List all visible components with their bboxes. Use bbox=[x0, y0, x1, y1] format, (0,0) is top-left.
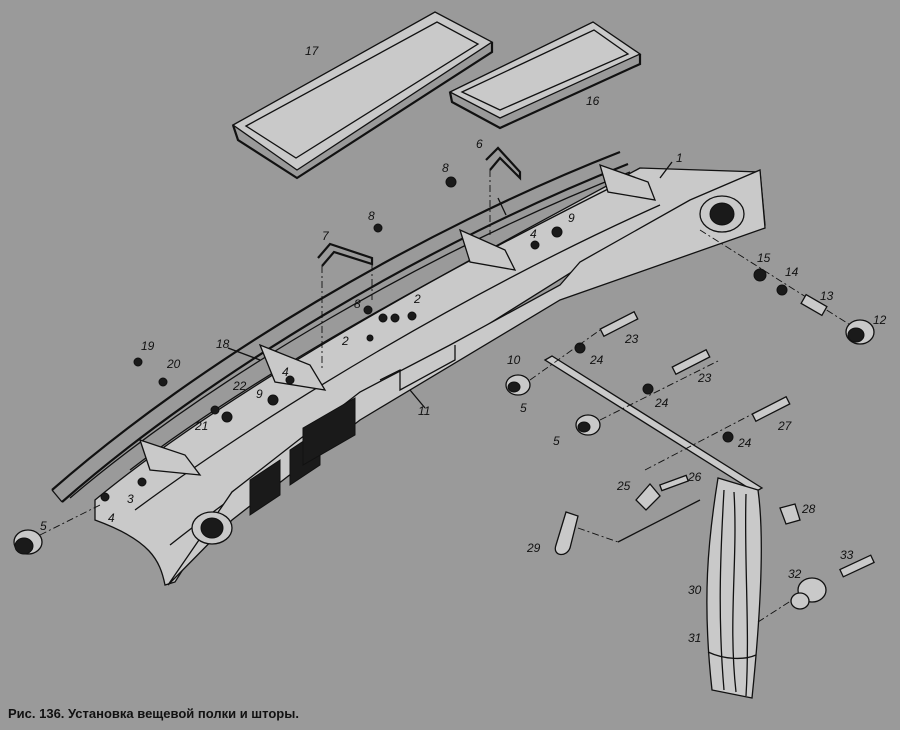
label-2-right: 2 bbox=[413, 292, 421, 306]
label-5-left: 5 bbox=[40, 519, 47, 533]
label-4-left: 4 bbox=[108, 511, 115, 525]
label-6: 6 bbox=[476, 137, 483, 151]
label-33: 33 bbox=[840, 548, 854, 562]
label-8-lower: 8 bbox=[354, 297, 361, 311]
label-19: 19 bbox=[141, 339, 155, 353]
label-23-top: 23 bbox=[624, 332, 639, 346]
label-17: 17 bbox=[305, 44, 320, 58]
label-26: 26 bbox=[687, 470, 702, 484]
shelf-lid-17 bbox=[231, 11, 494, 180]
label-25: 25 bbox=[616, 479, 631, 493]
box-brackets bbox=[138, 163, 657, 476]
label-2-left: 2 bbox=[341, 334, 349, 348]
label-31: 31 bbox=[688, 631, 701, 645]
label-16: 16 bbox=[586, 94, 600, 108]
curtain-rod-assembly bbox=[505, 310, 791, 493]
label-7: 7 bbox=[322, 229, 330, 243]
curtain-30 bbox=[706, 477, 801, 699]
label-9-mid: 9 bbox=[256, 387, 263, 401]
pivot-parts-12-15 bbox=[699, 229, 875, 345]
label-4-mid: 4 bbox=[282, 365, 289, 379]
label-5-mid: 5 bbox=[520, 401, 527, 415]
label-28: 28 bbox=[801, 502, 816, 516]
label-12: 12 bbox=[873, 313, 887, 327]
label-32: 32 bbox=[788, 567, 802, 581]
label-11: 11 bbox=[418, 404, 430, 418]
bracket-6 bbox=[485, 146, 522, 235]
label-24-top: 24 bbox=[589, 353, 604, 367]
label-1: 1 bbox=[676, 151, 683, 165]
label-23-mid: 23 bbox=[697, 371, 712, 385]
shelf-lid-16 bbox=[448, 21, 642, 130]
label-21: 21 bbox=[194, 419, 208, 433]
shelf-body-11 bbox=[94, 167, 766, 586]
label-29: 29 bbox=[526, 541, 541, 555]
figure-caption: Рис. 136. Установка вещевой полки и штор… bbox=[8, 706, 299, 721]
label-8-top: 8 bbox=[442, 161, 449, 175]
label-20: 20 bbox=[166, 357, 181, 371]
label-14: 14 bbox=[785, 265, 799, 279]
part-labels: 17 16 1 6 8 8 4 9 7 8 2 2 18 19 20 4 9 2… bbox=[40, 44, 887, 645]
label-24-lower: 24 bbox=[737, 436, 752, 450]
label-4-right: 4 bbox=[530, 227, 537, 241]
label-30: 30 bbox=[688, 583, 702, 597]
label-8-mid: 8 bbox=[368, 209, 375, 223]
label-27: 27 bbox=[777, 419, 793, 433]
label-22: 22 bbox=[232, 379, 247, 393]
shelf-rail-18 bbox=[51, 150, 631, 503]
leader-lines bbox=[227, 161, 673, 409]
bumper-5-left bbox=[13, 504, 101, 555]
label-10: 10 bbox=[507, 353, 521, 367]
label-24-mid: 24 bbox=[654, 396, 669, 410]
label-13: 13 bbox=[820, 289, 834, 303]
label-15: 15 bbox=[757, 251, 771, 265]
label-3-left: 3 bbox=[127, 492, 134, 506]
bracket-7 bbox=[317, 242, 374, 370]
label-18: 18 bbox=[216, 337, 230, 351]
hardware-25-33 bbox=[554, 474, 875, 610]
fasteners-shelf bbox=[100, 176, 563, 502]
label-9-right: 9 bbox=[568, 211, 575, 225]
label-5-lower: 5 bbox=[553, 434, 560, 448]
